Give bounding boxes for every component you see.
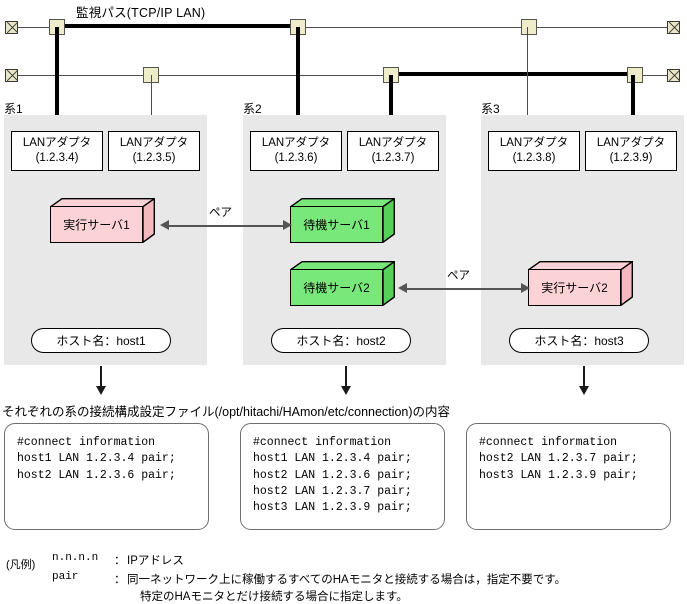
bus-title: 監視パス(TCP/IP LAN) — [76, 6, 206, 20]
config-box-host3: #connect information host2 LAN 1.2.3.7 p… — [466, 423, 671, 530]
legend-text-pair-line1: 同一ネットワーク上に稼働するすべてのHAモニタと接続する場合は，指定不要です。 — [127, 574, 567, 586]
host-name-pill-3: ホスト名：host3 — [509, 328, 649, 353]
legend-sep-ip: ： — [114, 555, 126, 567]
flow-arrow-line-1 — [100, 366, 102, 388]
flow-arrow-head-2-icon — [340, 386, 351, 395]
bus2-terminator-right — [667, 69, 680, 82]
server-box-active-1: 実行サーバ1 — [50, 198, 155, 243]
drop-line-sys1-adapter1 — [55, 27, 59, 131]
system-label-1: 系1 — [4, 102, 23, 116]
lan-adapter-1-2-3-4: LANアダプタ (1.2.3.4) — [11, 131, 103, 171]
adapter-ip: (1.2.3.9) — [609, 152, 653, 164]
bus2-terminator-left — [5, 69, 18, 82]
bus2-tap-sys3 — [627, 67, 643, 83]
adapter-name: LANアダプタ — [22, 136, 92, 149]
bus1-segment-left — [18, 27, 51, 29]
lan-adapter-1-2-3-6: LANアダプタ (1.2.3.6) — [250, 131, 342, 171]
adapter-ip: (1.2.3.4) — [35, 152, 79, 164]
adapter-name: LANアダプタ — [358, 136, 428, 149]
config-text-host1: #connect information host1 LAN 1.2.3.4 p… — [17, 436, 176, 482]
system-label-2: 系2 — [243, 102, 262, 116]
config-text-host2: #connect information host1 LAN 1.2.3.4 p… — [253, 436, 412, 515]
adapter-name: LANアダプタ — [596, 136, 666, 149]
adapter-name: LANアダプタ — [119, 136, 189, 149]
system-label-3: 系3 — [481, 102, 500, 116]
bus1-terminator-left — [5, 21, 18, 34]
legend-sep-pair: ： — [114, 574, 126, 586]
lan-adapter-1-2-3-8: LANアダプタ (1.2.3.8) — [488, 131, 580, 171]
bus2-segment-right — [636, 75, 668, 77]
server-label: 実行サーバ2 — [528, 269, 621, 306]
adapter-name: LANアダプタ — [261, 136, 331, 149]
flow-arrow-line-3 — [583, 366, 585, 388]
pair-line — [168, 225, 284, 227]
adapter-ip: (1.2.3.6) — [274, 152, 318, 164]
arrow-head-left-icon — [398, 283, 407, 293]
adapter-ip: (1.2.3.8) — [512, 152, 556, 164]
config-box-host1: #connect information host1 LAN 1.2.3.4 p… — [4, 423, 209, 530]
arrow-head-left-icon — [160, 220, 169, 230]
lan-adapter-1-2-3-9: LANアダプタ (1.2.3.9) — [585, 131, 677, 171]
bus1-tap-sys3 — [521, 19, 537, 35]
flow-arrow-head-3-icon — [578, 386, 589, 395]
server-label: 待機サーバ1 — [290, 206, 383, 243]
bus2-segment-b — [147, 75, 387, 77]
host-name-pill-2: ホスト名：host2 — [271, 328, 411, 353]
drop-line-sys3-adapter1 — [527, 27, 529, 131]
arrow-head-right-icon — [521, 283, 530, 293]
config-file-caption: それぞれの系の接続構成設定ファイル(/opt/hitachi/HAmon/etc… — [2, 405, 451, 419]
server-label: 待機サーバ2 — [290, 269, 383, 306]
bus2-segment-main — [386, 72, 636, 76]
config-box-host2: #connect information host1 LAN 1.2.3.4 p… — [240, 423, 445, 530]
adapter-name: LANアダプタ — [499, 136, 569, 149]
bus1-segment-right — [528, 27, 668, 29]
bus2-segment-left — [18, 75, 148, 77]
host-name-pill-1: ホスト名：host1 — [31, 328, 171, 353]
bus1-segment-mid — [297, 27, 529, 29]
arrow-head-right-icon — [283, 220, 292, 230]
server-box-standby-2: 待機サーバ2 — [290, 261, 395, 306]
drop-line-sys2-adapter1 — [296, 27, 300, 131]
legend-key-pair: pair — [52, 571, 79, 583]
legend-text-ip: IPアドレス — [127, 555, 184, 567]
pair-line — [406, 288, 522, 290]
pair-connector-2: ペア — [398, 269, 530, 299]
adapter-ip: (1.2.3.5) — [132, 152, 176, 164]
lan-adapter-1-2-3-7: LANアダプタ (1.2.3.7) — [347, 131, 439, 171]
adapter-ip: (1.2.3.7) — [371, 152, 415, 164]
server-box-3d-shell — [290, 198, 395, 243]
bus1-segment-main — [50, 24, 298, 28]
drop-line-sys1-adapter2 — [150, 75, 152, 131]
server-label: 実行サーバ1 — [50, 206, 143, 243]
pair-label: ペア — [209, 207, 232, 219]
server-box-3d-shell — [290, 261, 395, 306]
flow-arrow-line-2 — [345, 366, 347, 388]
flow-arrow-head-1-icon — [95, 386, 106, 395]
pair-label: ペア — [447, 270, 470, 282]
server-box-standby-1: 待機サーバ1 — [290, 198, 395, 243]
legend-tag: (凡例) — [6, 559, 36, 571]
drop-line-sys2-adapter2 — [389, 75, 393, 131]
bus1-terminator-right — [667, 21, 680, 34]
drop-line-sys3-adapter2 — [631, 75, 635, 131]
server-box-active-2: 実行サーバ2 — [528, 261, 633, 306]
lan-adapter-1-2-3-5: LANアダプタ (1.2.3.5) — [108, 131, 200, 171]
pair-connector-1: ペア — [160, 206, 292, 236]
legend-key-ip: n.n.n.n — [52, 552, 99, 564]
config-text-host3: #connect information host2 LAN 1.2.3.7 p… — [479, 436, 638, 482]
legend-text-pair-line2: 特定のHAモニタとだけ接続する場合に指定します。 — [140, 591, 408, 603]
